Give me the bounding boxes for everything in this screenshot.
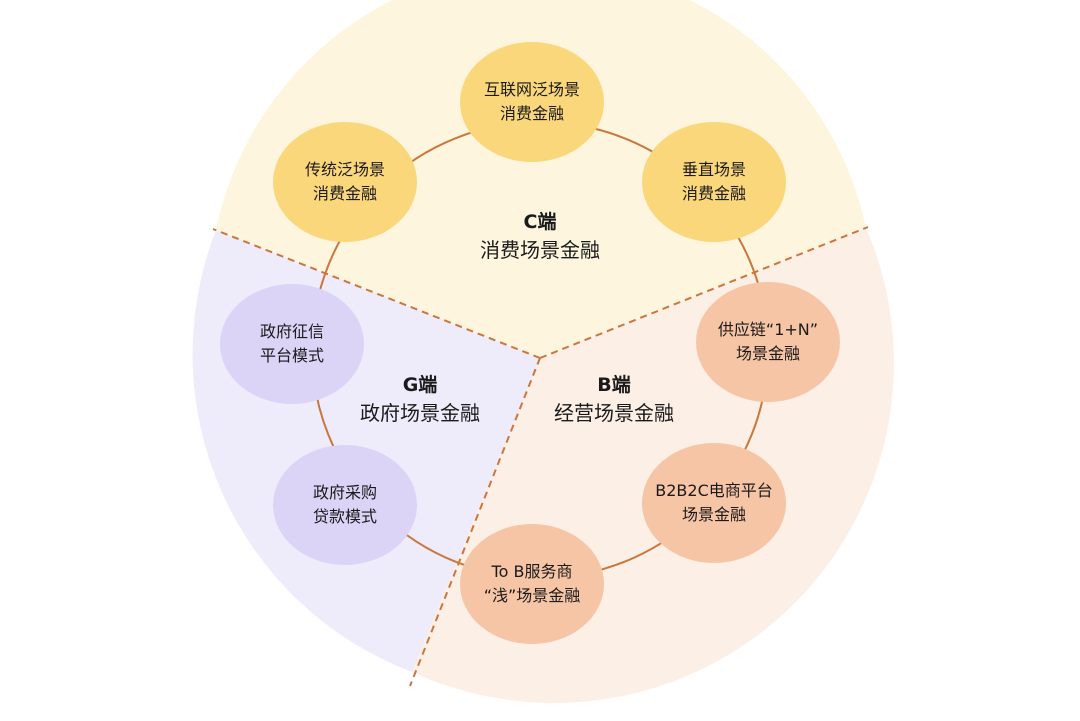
c-segment-label: C端 消费场景金融: [440, 208, 640, 264]
c-segment-subtitle: 消费场景金融: [480, 238, 600, 262]
node-b2b2c-label: B2B2C电商平台 场景金融: [639, 479, 789, 527]
node-line2: 平台模式: [259, 346, 324, 365]
b-segment-title: B端: [597, 374, 631, 396]
node-vertical-consumer-label: 垂直场景 消费金融: [639, 158, 789, 206]
node-line1: 传统泛场景: [304, 160, 385, 179]
node-line1: 政府征信: [259, 322, 324, 341]
node-line1: 供应链“1+N”: [717, 320, 819, 339]
b-segment-subtitle: 经营场景金融: [554, 401, 674, 425]
node-line2: 消费金融: [681, 184, 746, 203]
node-supply-chain-label: 供应链“1+N” 场景金融: [693, 318, 843, 366]
node-tob-service: [460, 524, 604, 644]
g-segment-label: G端 政府场景金融: [320, 371, 520, 427]
c-segment-area: [216, 0, 866, 358]
divider-left: [212, 228, 541, 359]
node-line2: 消费金融: [312, 184, 377, 203]
node-vertical-consumer: [642, 122, 786, 242]
node-b2b2c: [642, 443, 786, 563]
node-line1: 政府采购: [312, 483, 377, 502]
divider-right: [539, 226, 869, 359]
node-gov-credit-label: 政府征信 平台模式: [217, 320, 367, 368]
node-traditional-consumer-label: 传统泛场景 消费金融: [270, 158, 420, 206]
node-line1: 垂直场景: [681, 160, 746, 179]
node-line2: 贷款模式: [312, 507, 377, 526]
node-tob-service-label: To B服务商 “浅”场景金融: [457, 560, 607, 608]
g-segment-subtitle: 政府场景金融: [360, 401, 480, 425]
node-line2: “浅”场景金融: [483, 586, 581, 605]
node-supply-chain: [696, 282, 840, 402]
node-line1: To B服务商: [491, 562, 573, 581]
divider-bottom: [409, 357, 541, 687]
node-traditional-consumer: [273, 122, 417, 242]
node-line1: 互联网泛场景: [483, 80, 580, 99]
b-segment-label: B端 经营场景金融: [514, 371, 714, 427]
node-line2: 场景金融: [681, 505, 746, 524]
node-line2: 消费金融: [499, 104, 564, 123]
node-gov-procurement-label: 政府采购 贷款模式: [270, 481, 420, 529]
c-segment-title: C端: [523, 211, 557, 233]
node-line1: B2B2C电商平台: [655, 481, 773, 500]
node-gov-procurement: [273, 445, 417, 565]
node-line2: 场景金融: [735, 344, 800, 363]
g-segment-title: G端: [402, 374, 438, 396]
node-internet-consumer: [460, 42, 604, 162]
node-gov-credit: [220, 284, 364, 404]
node-internet-consumer-label: 互联网泛场景 消费金融: [457, 78, 607, 126]
